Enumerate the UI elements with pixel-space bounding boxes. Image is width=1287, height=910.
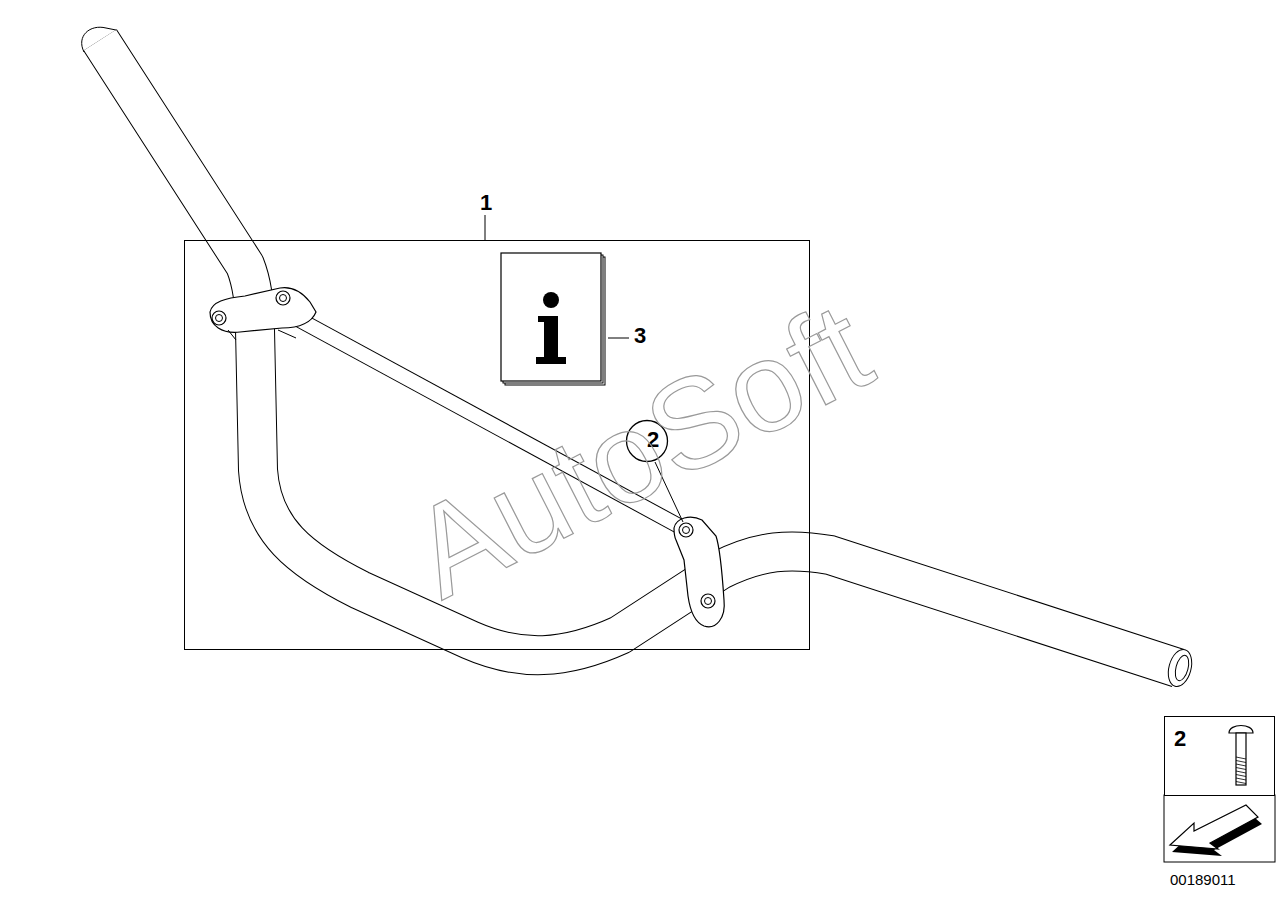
bolt-head bbox=[683, 527, 690, 534]
part-number: 1 bbox=[476, 191, 496, 215]
callout-circle: 2 bbox=[625, 419, 681, 463]
screw-thread bbox=[1236, 757, 1246, 759]
handlebar-end-right-inner bbox=[1173, 654, 1191, 682]
bolt-head bbox=[705, 598, 712, 605]
screw-thread bbox=[1236, 778, 1246, 780]
bolt-head bbox=[280, 295, 287, 302]
handlebar-tube-fill bbox=[100, 40, 1178, 668]
callout-number: 2 bbox=[625, 428, 681, 452]
handlebar-tube-outline bbox=[100, 40, 1178, 668]
assembly-frame: 12 bbox=[184, 240, 810, 650]
screw-head bbox=[1229, 726, 1253, 734]
screw-thread bbox=[1236, 771, 1246, 773]
screw-shank bbox=[1236, 733, 1246, 785]
leader-line bbox=[608, 338, 629, 339]
callout-number: 2 bbox=[1174, 727, 1186, 751]
screw-thread bbox=[1236, 782, 1246, 784]
bolt-head bbox=[679, 523, 693, 537]
brace-bar-fill bbox=[285, 312, 690, 532]
bolt-head bbox=[212, 311, 226, 325]
brace-bar-outline bbox=[285, 312, 690, 532]
legend-box: 2 bbox=[1164, 716, 1275, 796]
bolt-head bbox=[701, 594, 715, 608]
legend-panel bbox=[1164, 795, 1275, 862]
handlebar-end-right bbox=[1164, 647, 1195, 689]
screw-thread bbox=[1236, 764, 1246, 766]
leader-line bbox=[655, 462, 683, 522]
handlebar-end-left bbox=[82, 27, 116, 52]
screw-thread bbox=[1236, 768, 1246, 770]
info-icon bbox=[501, 253, 605, 385]
clamp-right bbox=[674, 517, 724, 627]
screw-thread bbox=[1236, 775, 1246, 777]
arrow-symbol bbox=[1170, 805, 1262, 856]
clamp-left bbox=[210, 288, 316, 333]
callout-number: 3 bbox=[634, 324, 646, 348]
clamp-left-seam bbox=[228, 330, 296, 340]
leader-line bbox=[485, 214, 486, 240]
screw-thread bbox=[1236, 761, 1246, 763]
diagram-number: 00189011 bbox=[1170, 872, 1236, 889]
screw-icon bbox=[1221, 721, 1261, 791]
bolt-head bbox=[276, 291, 290, 305]
bolt-head bbox=[216, 315, 223, 322]
